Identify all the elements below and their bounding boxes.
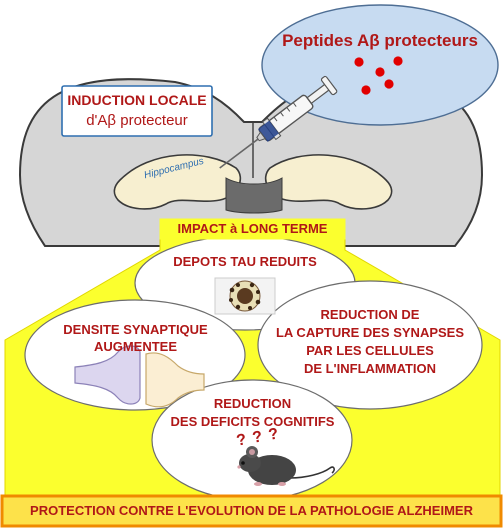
- brain-stem: [225, 177, 283, 214]
- synapse-capture-ellipse: [257, 280, 483, 410]
- peptide-dot: [384, 79, 394, 89]
- induction-line1: INDUCTION LOCALE: [67, 92, 207, 108]
- peptide-dot: [375, 67, 385, 77]
- peptide-dots: [354, 56, 403, 95]
- capture-line1: REDUCTION DE: [320, 307, 420, 322]
- induction-line2: d'Aβ protecteur: [86, 112, 188, 129]
- bottom-banner-text: PROTECTION CONTRE L'EVOLUTION DE LA PATH…: [30, 503, 473, 518]
- peptides-title: Peptides Aβ protecteurs: [282, 31, 478, 50]
- cognitive-label: REDUCTION DES DEFICITS COGNITIFS: [160, 395, 345, 431]
- hippocampus-left: [113, 154, 242, 210]
- hippocampus-right: [264, 154, 393, 210]
- tau-label: DEPOTS TAU REDUITS: [173, 254, 317, 269]
- capture-line4: DE L'INFLAMMATION: [303, 361, 437, 376]
- bottom-banner: [0, 494, 503, 528]
- impact-label: IMPACT à LONG TERME: [177, 221, 328, 236]
- peptide-dot: [361, 85, 371, 95]
- tau-micrograph: [214, 277, 276, 315]
- postsynaptic-terminal: [145, 352, 205, 408]
- syringe: [219, 75, 338, 169]
- mouse-icon: [237, 446, 335, 486]
- capture-line3: PAR LES CELLULES: [306, 343, 434, 358]
- capture-line2: LA CAPTURE DES SYNAPSES: [275, 325, 465, 340]
- capture-label: REDUCTION DE LA CAPTURE DES SYNAPSES PAR…: [265, 306, 475, 378]
- peptide-dot: [393, 56, 403, 66]
- synaptic-line2: AUGMENTEE: [93, 339, 178, 354]
- peptide-dot: [354, 57, 364, 67]
- impact-label-box: [159, 218, 346, 240]
- presynaptic-terminal: [74, 345, 141, 405]
- cognitive-line2: DES DEFICITS COGNITIFS: [170, 414, 335, 429]
- cognitive-line1: REDUCTION: [213, 396, 292, 411]
- synaptic-line1: DENSITE SYNAPTIQUE: [63, 322, 208, 337]
- induction-label-box: [61, 85, 213, 137]
- synaptic-label: DENSITE SYNAPTIQUE AUGMENTEE: [38, 321, 233, 355]
